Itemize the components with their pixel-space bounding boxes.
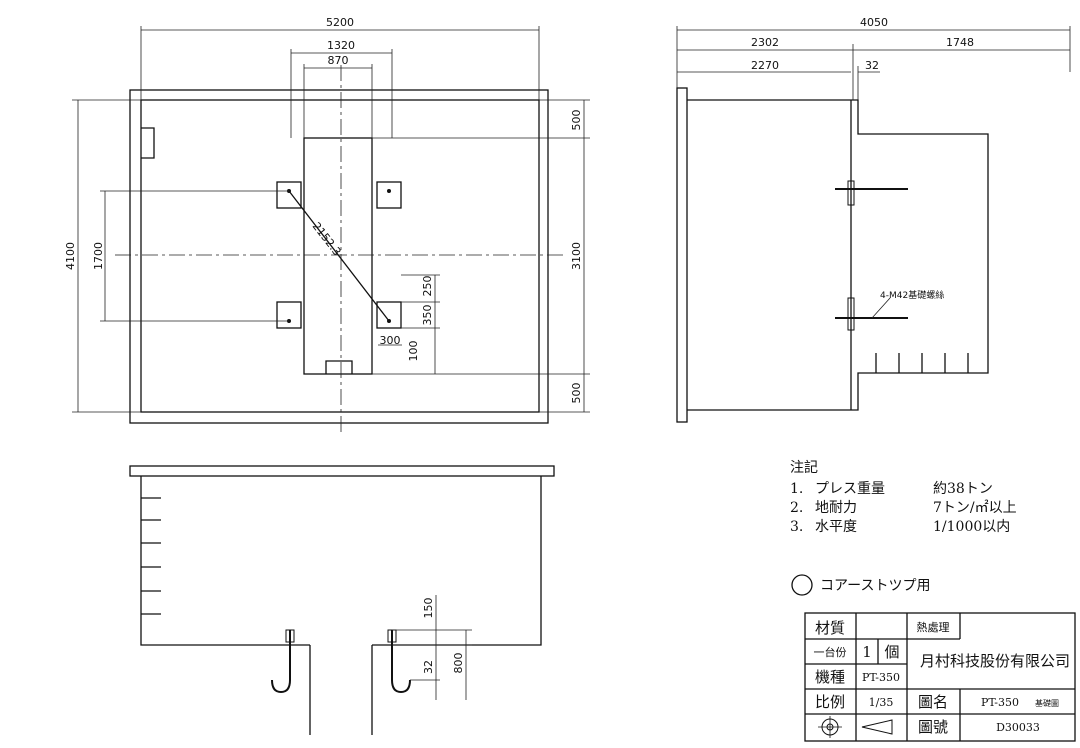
- dim-side-right-part: 1748: [946, 36, 974, 49]
- dim-side-overall: 4050: [860, 16, 888, 29]
- plan-inner-outline: [140, 99, 540, 413]
- dim-bottom-margin: 500: [570, 383, 583, 404]
- projection-symbol-icon: [818, 716, 893, 738]
- tb-drawing-name-label: 圖名: [918, 693, 948, 711]
- dim-32: 32: [422, 660, 435, 674]
- tb-heat-label: 熱處理: [917, 620, 950, 634]
- front-left-outline: [140, 476, 310, 646]
- tb-drawing-name-suffix: 基礎圖: [1035, 698, 1059, 708]
- note-2-num: 2.: [790, 500, 803, 516]
- title-block: 材質 熱處理 一台份 1 個 機種 PT-350 月村科技股份有限公司 比例 1…: [804, 612, 1076, 742]
- note-3-value: 1/1000以内: [933, 519, 1010, 535]
- tb-drawing-no-value: D30033: [996, 721, 1040, 734]
- dim-inner-depth: 3100: [570, 242, 583, 270]
- j-bolt-right: [391, 630, 411, 694]
- note-3-label: 水平度: [815, 519, 857, 535]
- tb-model-label: 機種: [815, 668, 845, 686]
- dim-800: 800: [452, 653, 465, 674]
- tb-drawing-no-label: 圖號: [918, 718, 948, 736]
- legend-text: コアーストツプ用: [820, 578, 930, 594]
- j-bolt-left: [271, 630, 291, 694]
- tb-qty-label: 一台份: [814, 645, 847, 659]
- bolt-box-bottom-right: [376, 301, 402, 329]
- side-view: 4-M42基礎螺絲 4050 2302 1748 2270 32: [676, 16, 1071, 423]
- dim-top-margin: 500: [570, 110, 583, 131]
- dim-side-inner-left: 2270: [751, 59, 779, 72]
- note-1-label: プレス重量: [815, 481, 885, 497]
- tb-scale-label: 比例: [815, 693, 845, 711]
- plan-notch: [141, 127, 155, 159]
- bolt-box-top-right: [376, 181, 402, 209]
- note-3-num: 3.: [790, 519, 803, 535]
- tb-model-value: PT-350: [862, 671, 900, 684]
- tb-drawing-name-value: PT-350: [981, 696, 1019, 709]
- dim-100: 100: [407, 341, 420, 362]
- tb-qty-unit: 個: [884, 643, 899, 661]
- plan-view: 2152.3 5200 1320 870 4100 1700 500 3100 …: [64, 16, 590, 435]
- front-right-outline: [372, 476, 542, 646]
- plan-outer-outline: [129, 89, 549, 424]
- plan-pit-notch: [325, 360, 353, 374]
- note-2-label: 地耐力: [815, 500, 857, 516]
- tb-scale-value: 1/35: [869, 696, 894, 709]
- plan-center-pit: [303, 137, 373, 375]
- dim-diagonal: 2152.3: [310, 220, 344, 258]
- dim-inner-width: 870: [328, 54, 349, 67]
- tb-company: 月村科技股份有限公司: [920, 652, 1070, 670]
- side-outline: [687, 99, 989, 411]
- notes-header: 注記: [790, 459, 818, 476]
- dim-overall-depth: 4100: [64, 242, 77, 270]
- dim-150: 150: [422, 598, 435, 619]
- dim-overall-width: 5200: [326, 16, 354, 29]
- diagonal-line: [288, 190, 390, 322]
- dim-side-left-part: 2302: [751, 36, 779, 49]
- dim-pit-width: 1320: [327, 39, 355, 52]
- dim-350: 350: [421, 305, 434, 326]
- note-1-value: 約38トン: [933, 481, 993, 497]
- dim-bolt-spacing: 1700: [92, 242, 105, 270]
- dim-300: 300: [380, 334, 401, 347]
- bolt-label: 4-M42基礎螺絲: [880, 289, 944, 301]
- bolt-box-bottom-left: [276, 301, 302, 329]
- front-slab: [129, 465, 555, 477]
- dim-side-offset: 32: [865, 59, 879, 72]
- dim-250: 250: [421, 276, 434, 297]
- tb-qty-value: 1: [862, 643, 872, 661]
- legend: コアーストツプ用: [791, 574, 930, 596]
- front-view: 150 32 800: [129, 465, 555, 735]
- tb-material-label: 材質: [815, 619, 845, 637]
- notes-block: 注記 1. プレス重量 約38トン 2. 地耐力 7トン/㎡以上 3. 水平度 …: [790, 459, 1017, 535]
- note-1-num: 1.: [790, 481, 803, 497]
- note-2-value: 7トン/㎡以上: [933, 500, 1017, 516]
- legend-circle-icon: [791, 574, 813, 596]
- side-slab-edge: [676, 87, 688, 423]
- bolt-box-top-left: [276, 181, 302, 209]
